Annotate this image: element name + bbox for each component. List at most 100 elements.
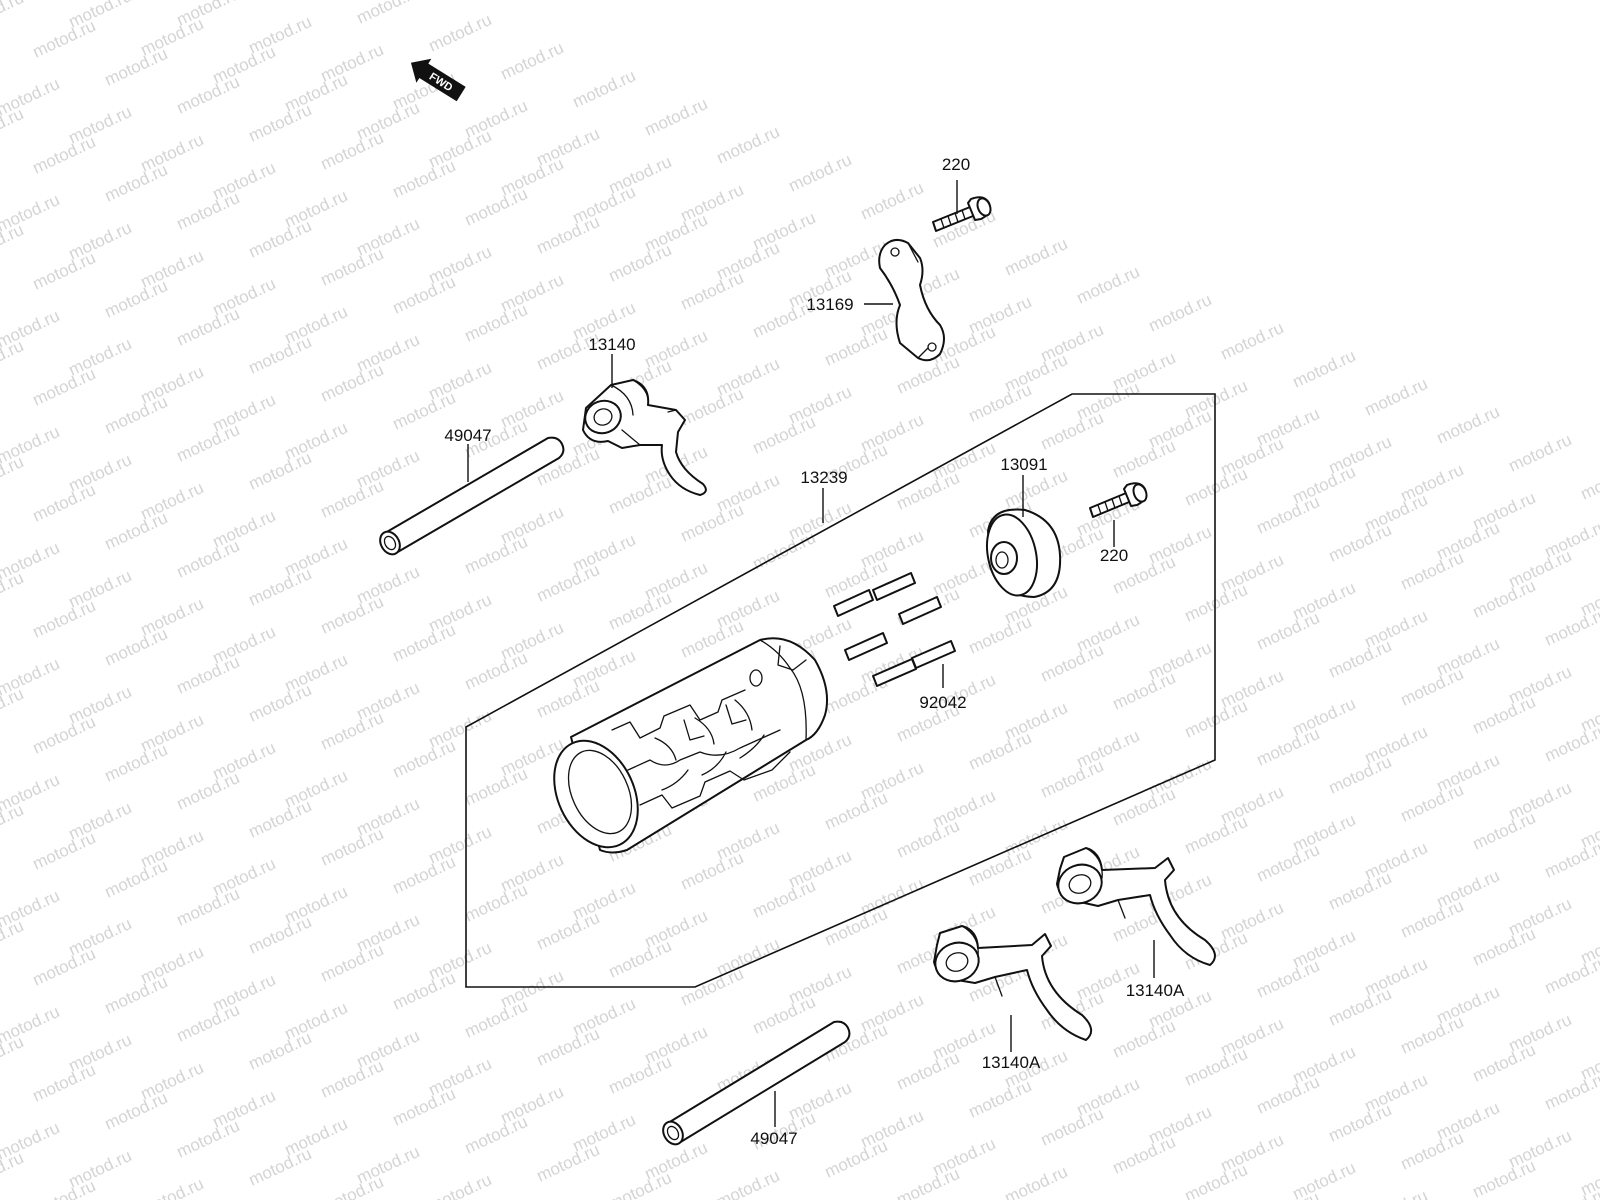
watermark-text: motod.ru — [1398, 780, 1467, 826]
watermark-text: motod.ru — [1470, 1156, 1539, 1200]
watermark-text: motod.ru — [678, 848, 747, 894]
leader-lines — [467, 180, 1155, 1127]
watermark-text: motod.ru — [966, 612, 1035, 658]
watermark-text: motod.ru — [1398, 664, 1467, 710]
watermark-text: motod.ru — [0, 0, 26, 34]
watermark-text: motod.ru — [462, 996, 531, 1042]
watermark-text: motod.ru — [462, 300, 531, 346]
watermark-text: motod.ru — [1470, 692, 1539, 738]
watermark-text: motod.ru — [102, 624, 171, 670]
watermark-text: motod.ru — [966, 1076, 1035, 1122]
watermark-text: motod.ru — [966, 380, 1035, 426]
watermark-text: motod.ru — [246, 448, 315, 494]
watermark-text: motod.ru — [462, 1112, 531, 1158]
watermark-text: motod.ru — [462, 880, 531, 926]
watermark-text: motod.ru — [0, 452, 26, 498]
watermark-text: motod.ru — [174, 768, 243, 814]
watermark-text: motod.ru — [1182, 1160, 1251, 1200]
watermark-text: motod.ru — [246, 564, 315, 610]
watermark-text: motod.ru — [102, 44, 171, 90]
watermark-text: motod.ru — [246, 680, 315, 726]
label-49047-upper: 49047 — [444, 426, 491, 445]
shift-fork-13140a-left — [933, 925, 1093, 1041]
watermark-text: motod.ru — [1074, 262, 1143, 308]
label-13140: 13140 — [588, 335, 635, 354]
watermark-text: motod.ru — [246, 1028, 315, 1074]
watermark-text: motod.ru — [102, 276, 171, 322]
watermark-text: motod.ru — [318, 476, 387, 522]
watermark-text: motod.ru — [174, 1116, 243, 1162]
watermark-text: motod.ru — [0, 568, 26, 614]
watermark-text: motod.ru — [1542, 720, 1600, 766]
watermark-text: motod.ru — [1398, 1128, 1467, 1174]
watermark-text: motod.ru — [318, 244, 387, 290]
watermark-text: motod.ru — [966, 844, 1035, 890]
label-13140a-left: 13140A — [982, 1053, 1041, 1072]
watermark-text: motod.ru — [30, 248, 99, 294]
label-220-right: 220 — [1100, 546, 1128, 565]
watermark-text: motod.ru — [678, 500, 747, 546]
watermark-text: motod.ru — [0, 104, 26, 150]
watermark-text: motod.ru — [30, 712, 99, 758]
shift-fork-13140 — [582, 379, 707, 496]
watermark-text: motod.ru — [1398, 896, 1467, 942]
watermark-text: motod.ru — [102, 856, 171, 902]
watermark-text: motod.ru — [462, 648, 531, 694]
watermark-text: motod.ru — [30, 596, 99, 642]
watermark-text: motod.ru — [534, 1140, 603, 1186]
watermark-text: motod.ru — [390, 620, 459, 666]
watermark-text: motod.ru — [1182, 812, 1251, 858]
watermark-text: motod.ru — [714, 1166, 783, 1200]
watermark-text: motod.ru — [1470, 576, 1539, 622]
watermark-text: motod.ru — [750, 528, 819, 574]
watermark-text: motod.ru — [246, 1144, 315, 1190]
part-labels: 220 13169 13140 49047 13239 13091 220 92… — [444, 155, 1185, 1148]
watermark-text: motod.ru — [534, 560, 603, 606]
bolt-220-right — [1089, 482, 1148, 518]
watermark-text: motod.ru — [1542, 952, 1600, 998]
watermark-text: motod.ru — [390, 1084, 459, 1130]
watermark-text: motod.ru — [750, 876, 819, 922]
watermark-text: motod.ru — [318, 708, 387, 754]
watermark-text: motod.ru — [174, 72, 243, 118]
watermark-text: motod.ru — [498, 38, 567, 84]
watermark-text: motod.ru — [1254, 956, 1323, 1002]
watermark-text: motod.ru — [1506, 430, 1575, 476]
watermark-text: motod.ru — [1002, 234, 1071, 280]
label-49047-lower: 49047 — [750, 1129, 797, 1148]
watermark-text: motod.ru — [1038, 640, 1107, 686]
watermark-text: motod.ru — [246, 216, 315, 262]
shift-drum — [553, 637, 828, 854]
watermark-text: motod.ru — [30, 132, 99, 178]
watermark-text: motod.ru — [462, 184, 531, 230]
watermark-text: motod.ru — [1326, 1100, 1395, 1146]
watermark-text: motod.ru — [966, 728, 1035, 774]
watermark-text: motod.ru — [1326, 520, 1395, 566]
watermark-text: motod.ru — [1326, 984, 1395, 1030]
watermark-text: motod.ru — [678, 268, 747, 314]
watermark-text: motod.ru — [822, 324, 891, 370]
label-13140a-right: 13140A — [1126, 981, 1185, 1000]
watermark-text: motod.ru — [102, 160, 171, 206]
watermark-text: motod.ru — [246, 100, 315, 146]
watermark-text: motod.ru — [1254, 492, 1323, 538]
watermark-text: motod.ru — [1182, 464, 1251, 510]
watermark-text: motod.ru — [1398, 548, 1467, 594]
watermark-text: motod.ru — [1290, 346, 1359, 392]
watermark-text: motod.ru — [1182, 1044, 1251, 1090]
assembly-frame — [465, 393, 1216, 988]
watermark-text: motod.ru — [174, 536, 243, 582]
watermark-text: motod.ru — [1362, 1186, 1431, 1200]
watermark-text: motod.ru — [390, 852, 459, 898]
watermark-text: motod.ru — [894, 468, 963, 514]
label-220-top: 220 — [942, 155, 970, 174]
watermark-text: motod.ru — [30, 480, 99, 526]
watermark-text: motod.ru — [462, 532, 531, 578]
bolt-220-top — [932, 196, 992, 232]
watermark-text: motod.ru — [174, 420, 243, 466]
watermark-text: motod.ru — [1254, 1072, 1323, 1118]
watermark-text: motod.ru — [0, 220, 26, 266]
watermark-text: motod.ru — [0, 1032, 26, 1078]
